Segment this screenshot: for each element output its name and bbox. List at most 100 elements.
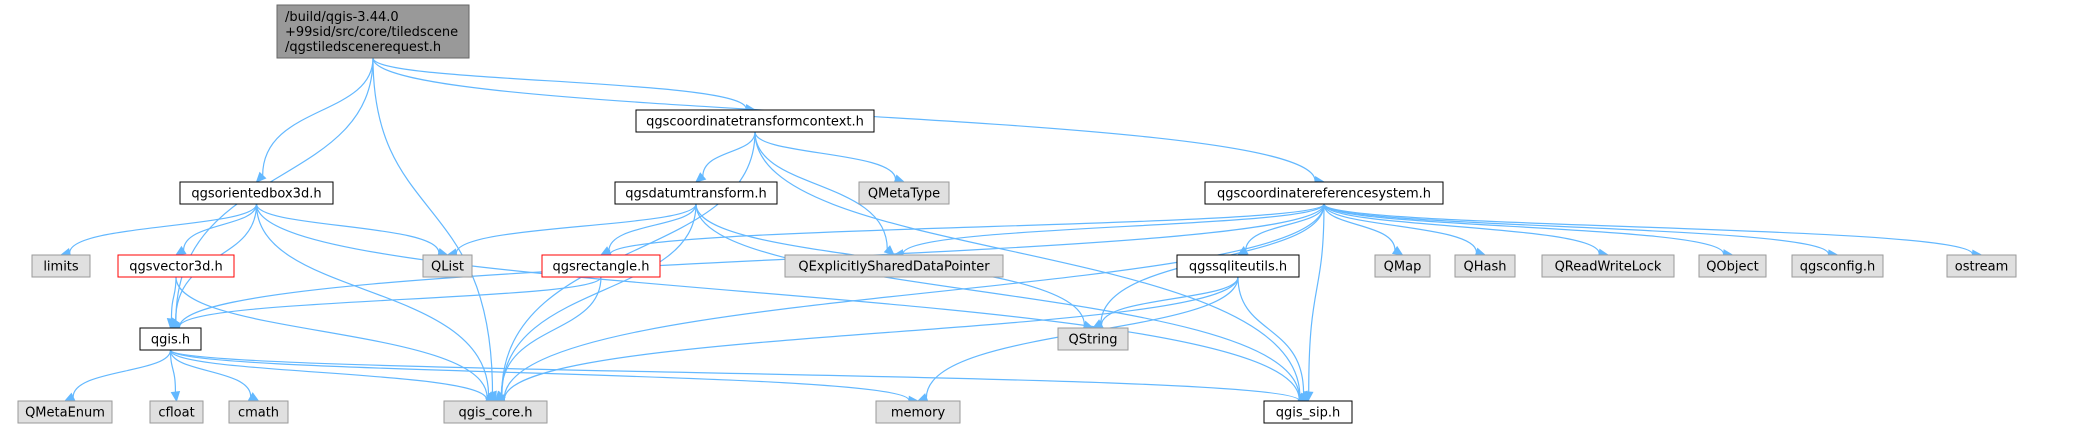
edge-qgscoordinatereferencesystem-to-ostream (1323, 203, 1974, 255)
node-box (1541, 254, 1675, 278)
edge-qgis-to-cmath (169, 349, 252, 397)
node-label: qgsorientedbox3d.h (191, 187, 321, 202)
node-box (31, 254, 91, 278)
arrowhead-qgsvector3d-to-qgis (166, 318, 177, 330)
node-layer: /build/qgis-3.44.0+99sid/src/core/tileds… (17, 4, 2017, 424)
node-qgssqliteutils[interactable]: qgssqliteutils.h (1176, 254, 1300, 278)
node-qgscoordinatetransformcontext[interactable]: qgscoordinatetransformcontext.h (635, 109, 875, 133)
node-box (228, 400, 289, 424)
edge-qgis-to-qmetaenum (72, 349, 172, 398)
node-box (1946, 254, 2017, 278)
edge-qgsorientedbox3d-to-qgsvector3d (183, 203, 258, 251)
edge-qgscoordinatereferencesystem-to-qgis (178, 203, 1325, 328)
arrowhead-qgscoordinatereferencesystem-to-qmap (1391, 245, 1404, 256)
node-cfloat: cfloat (149, 400, 204, 424)
node-memory: memory (875, 400, 961, 424)
node-label: QMetaType (868, 187, 940, 202)
node-label: +99sid/src/core/tiledscene (285, 25, 458, 40)
arrowhead-qgis-to-cmath (247, 392, 260, 402)
node-label: /build/qgis-3.44.0 (285, 10, 399, 25)
node-qgscoordinatereferencesystem[interactable]: qgscoordinatereferencesystem.h (1204, 181, 1444, 205)
node-label: QMap (1384, 260, 1422, 275)
node-qgis_core: qgis_core.h (443, 400, 548, 424)
edge-qgsorientedbox3d-to-qgis_core (255, 203, 490, 396)
edge-qgsdatumtransform-to-qgis_core (501, 203, 697, 395)
node-qgsvector3d[interactable]: qgsvector3d.h (117, 254, 235, 278)
node-box (1204, 181, 1444, 205)
node-label: QReadWriteLock (1555, 260, 1662, 275)
node-qhash: QHash (1454, 254, 1516, 278)
node-qgsconfig: qgsconfig.h (1791, 254, 1884, 278)
node-cmath: cmath (228, 400, 289, 424)
node-label: /qgstiledscenerequest.h (285, 40, 441, 55)
node-box (635, 109, 875, 133)
node-label: qgsvector3d.h (129, 260, 222, 275)
edge-root-to-qgscoordinatetransformcontext (372, 57, 747, 110)
node-label: qgsdatumtransform.h (625, 187, 767, 202)
node-label: qgssqliteutils.h (1189, 260, 1287, 275)
node-label: QObject (1706, 260, 1759, 275)
node-label: ostream (1955, 260, 2009, 275)
node-box (443, 400, 548, 424)
edge-qgscoordinatetransformcontext-to-qmetatype (754, 131, 897, 180)
node-qmap: QMap (1374, 254, 1431, 278)
edge-qgscoordinatetransformcontext-to-qgis_core (501, 131, 756, 395)
node-qgis[interactable]: qgis.h (139, 327, 202, 351)
edge-qgis-to-cfloat (169, 349, 177, 393)
node-box (422, 254, 473, 278)
node-label: qgsrectangle.h (552, 260, 649, 275)
node-box (1454, 254, 1516, 278)
node-box (139, 327, 202, 351)
node-qexplicitlyshared: QExplicitlySharedDataPointer (784, 254, 1004, 278)
edge-qgscoordinatereferencesystem-to-qobject (1323, 203, 1725, 255)
edge-qgsrectangle-to-qgis_core (500, 276, 602, 395)
node-qlist: QList (422, 254, 473, 278)
edge-qgscoordinatetransformcontext-to-qgis_sip (754, 131, 1301, 398)
node-box (541, 254, 661, 278)
node-qgis_sip[interactable]: qgis_sip.h (1263, 400, 1353, 424)
node-box (614, 181, 778, 205)
node-qstring: QString (1057, 327, 1129, 351)
edge-qgscoordinatereferencesystem-to-qexplicitlyshared (902, 203, 1325, 255)
edge-qgscoordinatereferencesystem-to-qgis_sip (1308, 203, 1325, 393)
edge-qgssqliteutils-to-qgis_sip (1237, 276, 1305, 394)
edge-qgsdatumtransform-to-qgis_sip (695, 203, 1301, 399)
node-qobject: QObject (1698, 254, 1767, 278)
node-root[interactable]: /build/qgis-3.44.0+99sid/src/core/tileds… (276, 4, 470, 59)
node-qgsrectangle[interactable]: qgsrectangle.h (541, 254, 661, 278)
node-label: qgscoordinatetransformcontext.h (646, 115, 864, 130)
node-box (1698, 254, 1767, 278)
edge-qgsvector3d-to-qgis_core (175, 276, 488, 398)
edge-qgssqliteutils-to-qgis_core (503, 276, 1239, 400)
arrowhead-qgis-to-cfloat (170, 391, 181, 403)
node-label: qgscoordinatereferencesystem.h (1217, 187, 1431, 202)
node-ostream: ostream (1946, 254, 2017, 278)
edge-qgscoordinatereferencesystem-to-qgsrectangle (609, 203, 1325, 255)
node-box (1374, 254, 1431, 278)
arrowhead-root-to-qgsorientedbox3d (255, 171, 267, 183)
node-box (858, 181, 950, 205)
edge-qgssqliteutils-to-qstring (1100, 276, 1239, 326)
edge-qgsorientedbox3d-to-qgis_sip (255, 203, 1300, 400)
node-qgsorientedbox3d[interactable]: qgsorientedbox3d.h (179, 181, 334, 205)
edge-layer (59, 57, 1983, 406)
node-label: qgis_core.h (459, 406, 533, 421)
edge-qgsrectangle-to-qgis (178, 276, 602, 328)
node-box (179, 181, 334, 205)
edge-qgscoordinatereferencesystem-to-qgis_core (503, 203, 1325, 399)
edge-qgsdatumtransform-to-qlist (455, 203, 697, 254)
node-box (117, 254, 235, 278)
arrowhead-qgscoordinatetransformcontext-to-qexplicitlyshared (883, 245, 895, 256)
node-label: memory (891, 406, 946, 421)
edge-qgis-to-qgis_sip (169, 349, 1300, 402)
node-label: qgsconfig.h (1800, 260, 1875, 275)
node-qmetaenum: QMetaEnum (17, 400, 113, 424)
node-label: QMetaEnum (25, 406, 105, 421)
arrowhead-qgsorientedbox3d-to-qgsvector3d (174, 245, 187, 256)
edge-qgis-to-qgis_core (169, 349, 488, 400)
node-box (1791, 254, 1884, 278)
edge-qgis-to-memory (169, 349, 910, 401)
edge-root-to-qgis_core (372, 57, 494, 393)
node-qgsdatumtransform[interactable]: qgsdatumtransform.h (614, 181, 778, 205)
node-label: cfloat (158, 406, 194, 421)
